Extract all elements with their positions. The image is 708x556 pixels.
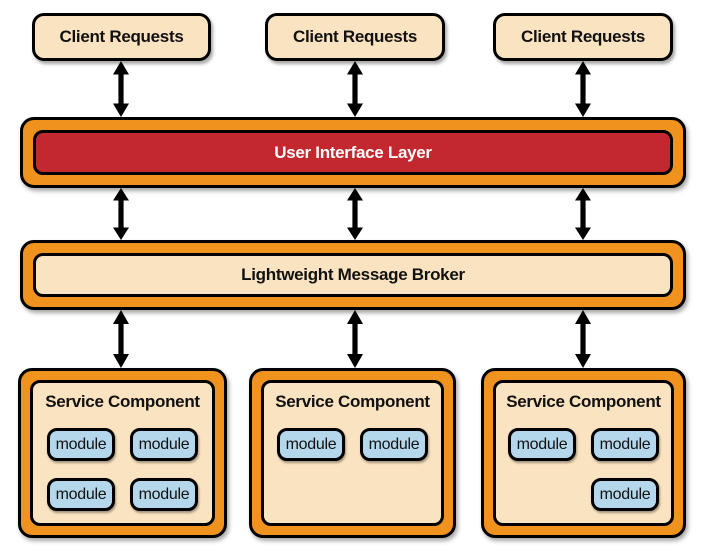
service-component-title: Service Component bbox=[45, 392, 200, 411]
service-component-title: Service Component bbox=[506, 392, 661, 411]
module-chip: module bbox=[130, 428, 198, 461]
client-requests-label: Client Requests bbox=[521, 27, 645, 46]
module-grid: module module bbox=[277, 428, 428, 461]
module-grid: module module module module bbox=[47, 428, 198, 511]
user-interface-layer-label: User Interface Layer bbox=[274, 142, 432, 162]
message-broker-band: Lightweight Message Broker bbox=[20, 240, 686, 310]
double-arrow-icon bbox=[344, 61, 366, 117]
module-grid: module module module bbox=[508, 428, 659, 511]
double-arrow-icon bbox=[572, 188, 594, 240]
module-chip: module bbox=[360, 428, 428, 461]
double-arrow-icon bbox=[344, 188, 366, 240]
module-chip: module bbox=[508, 428, 576, 461]
service-component-1: Service Component module module module m… bbox=[18, 368, 227, 538]
client-requests-label: Client Requests bbox=[59, 27, 184, 46]
client-requests-box-3: Client Requests bbox=[493, 13, 673, 61]
module-chip: module bbox=[277, 428, 345, 461]
client-requests-label: Client Requests bbox=[293, 27, 417, 46]
service-component-title: Service Component bbox=[275, 392, 430, 411]
double-arrow-icon bbox=[110, 310, 132, 368]
module-chip: module bbox=[591, 478, 659, 511]
double-arrow-icon bbox=[344, 310, 366, 368]
client-requests-box-1: Client Requests bbox=[32, 13, 211, 61]
client-requests-box-2: Client Requests bbox=[265, 13, 445, 61]
service-component-3-inner: Service Component module module module bbox=[493, 380, 674, 526]
service-component-2-inner: Service Component module module bbox=[261, 380, 444, 526]
double-arrow-icon bbox=[110, 188, 132, 240]
user-interface-layer-inner: User Interface Layer bbox=[33, 130, 673, 175]
service-component-2: Service Component module module bbox=[249, 368, 456, 538]
user-interface-layer-band: User Interface Layer bbox=[20, 117, 686, 188]
module-chip: module bbox=[591, 428, 659, 461]
double-arrow-icon bbox=[572, 310, 594, 368]
module-chip: module bbox=[47, 478, 115, 511]
message-broker-label: Lightweight Message Broker bbox=[241, 265, 465, 284]
message-broker-inner: Lightweight Message Broker bbox=[33, 253, 673, 297]
module-chip: module bbox=[130, 478, 198, 511]
module-chip: module bbox=[47, 428, 115, 461]
service-component-1-inner: Service Component module module module m… bbox=[30, 380, 215, 526]
double-arrow-icon bbox=[110, 61, 132, 117]
service-component-3: Service Component module module module bbox=[481, 368, 686, 538]
double-arrow-icon bbox=[572, 61, 594, 117]
